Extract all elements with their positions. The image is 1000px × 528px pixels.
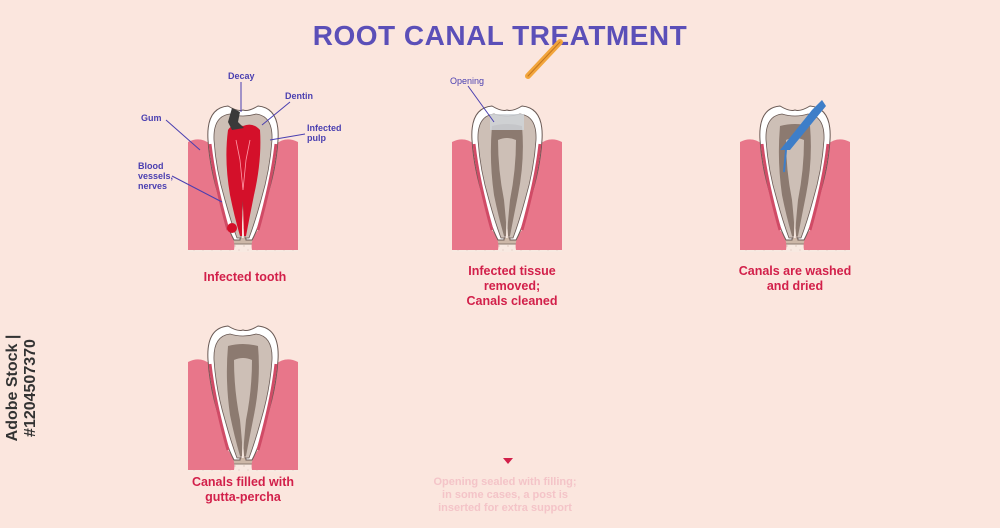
gum-label: Gum xyxy=(141,113,162,123)
opening-label: Opening xyxy=(450,76,485,86)
dental-instrument xyxy=(525,39,563,79)
infected-pulp-label: Infected pulp xyxy=(307,123,342,143)
step-3-label: Canals are washed and dried xyxy=(738,264,852,293)
dentin-label: Dentin xyxy=(285,91,313,101)
stock-watermark: Adobe Stock | #1204507370 xyxy=(4,334,39,442)
filled-tooth-diagram xyxy=(186,324,300,474)
cleaned-tooth-diagram xyxy=(450,104,564,254)
infected-tooth-diagram xyxy=(186,104,300,254)
step-4-label: Canals filled with gutta-percha xyxy=(191,475,295,504)
annotation-lines xyxy=(165,82,306,203)
step-1-label: Infected tooth xyxy=(203,270,287,284)
page-title: ROOT CANAL TREATMENT xyxy=(312,20,688,51)
irrigation-file xyxy=(780,100,826,173)
decay-label: Decay xyxy=(228,71,255,81)
opening-pointer xyxy=(467,85,495,123)
step-2-label: Infected tissue removed; Canals cleaned xyxy=(466,264,558,308)
step-5-faded-label: Opening sealed with filling; in some cas… xyxy=(433,476,577,514)
step-marker-icon xyxy=(503,458,513,464)
washed-tooth-diagram xyxy=(738,104,852,254)
blood-vessels-label: Blood vessels, nerves xyxy=(138,161,174,191)
